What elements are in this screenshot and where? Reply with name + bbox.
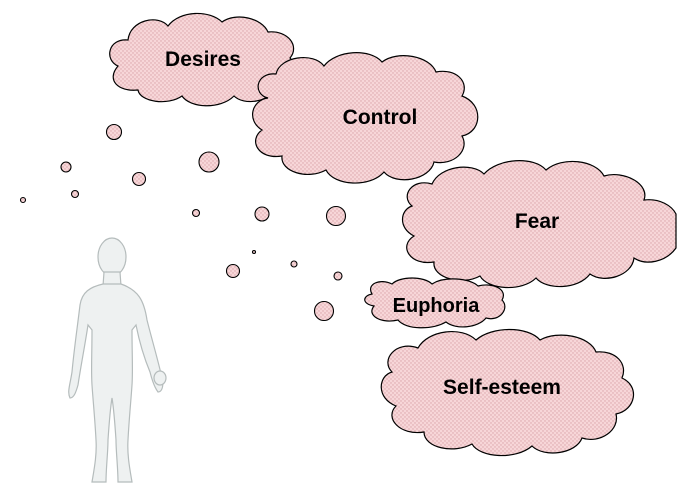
cloud-euphoria: Euphoria — [364, 277, 506, 329]
thought-bubble — [198, 151, 220, 173]
thought-bubble — [191, 208, 201, 218]
thought-bubble — [70, 189, 80, 199]
thought-bubble — [290, 260, 298, 268]
thought-bubble — [325, 205, 347, 227]
thought-bubble — [254, 206, 270, 222]
cloud-self-esteem: Self-esteem — [380, 329, 635, 457]
cloud-label-desires: Desires — [165, 48, 241, 71]
cloud-label-control: Control — [343, 106, 418, 129]
thought-bubble — [131, 171, 147, 187]
thought-bubble — [313, 300, 335, 322]
cloud-fear: Fear — [401, 160, 677, 289]
cloud-control: Control — [252, 52, 479, 184]
cloud-desires: Desires — [109, 12, 296, 107]
cloud-label-euphoria: Euphoria — [393, 295, 481, 317]
thought-bubble — [19, 196, 27, 204]
thought-bubble — [225, 263, 241, 279]
thought-bubble — [333, 271, 343, 281]
thought-bubble — [60, 161, 72, 173]
thought-bubble — [251, 249, 257, 255]
person-figure — [68, 237, 167, 483]
cloud-label-fear: Fear — [515, 210, 559, 233]
thought-bubbles — [19, 123, 347, 322]
thought-bubble — [105, 123, 123, 141]
cloud-label-self-esteem: Self-esteem — [443, 376, 561, 399]
